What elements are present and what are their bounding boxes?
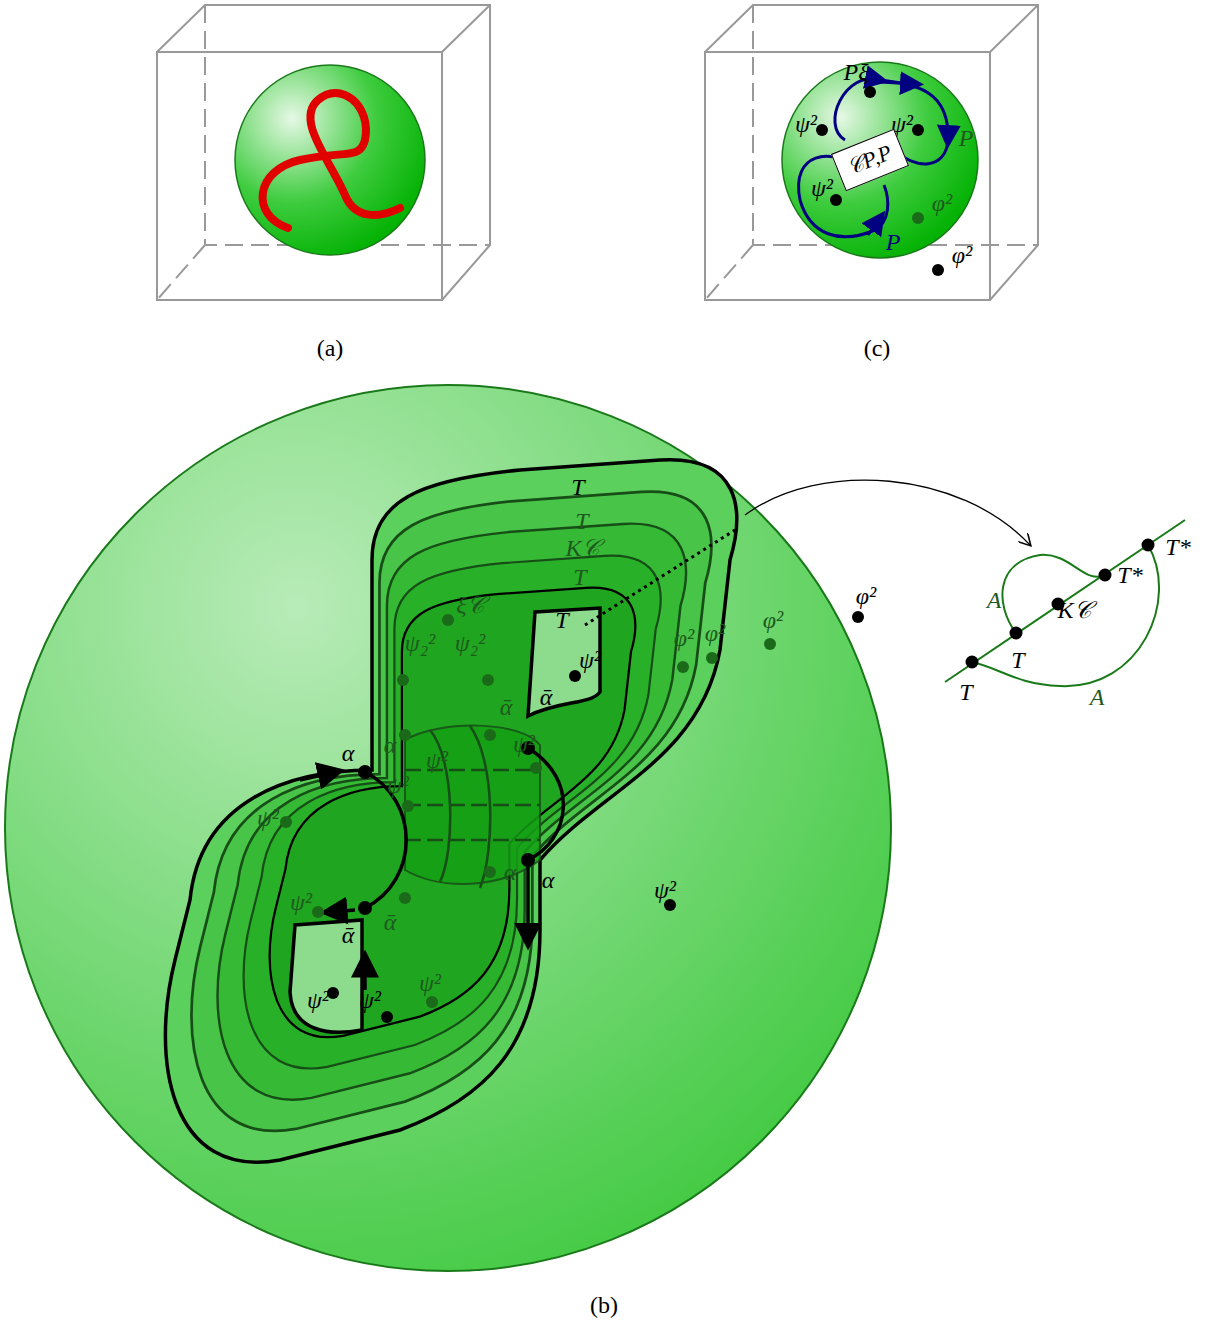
math-label: ψ² bbox=[307, 988, 329, 1012]
math-label: T bbox=[575, 509, 588, 533]
math-label: T* bbox=[1165, 535, 1190, 559]
panel-caption: (a) bbox=[317, 336, 344, 360]
math-label: T bbox=[555, 608, 568, 632]
math-label: φ² bbox=[763, 608, 783, 632]
math-label: ψ₂² bbox=[455, 631, 485, 655]
math-label: ψ² bbox=[654, 878, 676, 902]
math-label: T* bbox=[1117, 563, 1142, 587]
math-label: ψ² bbox=[811, 176, 833, 200]
math-label: φ² bbox=[705, 621, 725, 645]
math-label: α bbox=[542, 868, 555, 892]
math-label: ψ² bbox=[359, 988, 381, 1012]
math-label: α bbox=[342, 741, 355, 765]
math-label: ᾱ bbox=[540, 685, 553, 709]
math-label: A bbox=[987, 588, 1002, 612]
math-label: φ² bbox=[952, 243, 972, 267]
math-label: ψ² bbox=[290, 890, 312, 914]
math-label: ψ² bbox=[419, 971, 441, 995]
math-label: T bbox=[571, 475, 584, 499]
math-label: ᾱ bbox=[342, 923, 355, 947]
math-label: ξ𝒞 bbox=[456, 593, 483, 617]
math-label: ψ² bbox=[513, 732, 535, 756]
knot bbox=[263, 93, 400, 228]
math-label: φ² bbox=[932, 191, 952, 215]
math-label: K𝒞 bbox=[565, 536, 598, 560]
panel-caption: (b) bbox=[590, 1293, 618, 1317]
math-label: P bbox=[886, 230, 901, 254]
math-label: ψ² bbox=[257, 806, 279, 830]
math-label: T bbox=[959, 680, 972, 704]
math-label: T bbox=[573, 565, 586, 589]
math-label: ψ² bbox=[387, 773, 409, 797]
math-label: K𝒞 bbox=[1057, 598, 1090, 622]
panel-caption: (c) bbox=[864, 336, 891, 360]
math-label: P bbox=[959, 126, 974, 150]
math-label: ᾱ bbox=[500, 695, 513, 719]
math-label: Pξ bbox=[844, 60, 869, 84]
math-label: ᾱ bbox=[384, 910, 397, 934]
math-label: T bbox=[1011, 648, 1024, 672]
math-label: ψ² bbox=[795, 112, 817, 136]
math-label: α bbox=[504, 860, 517, 884]
math-label: A bbox=[1090, 685, 1105, 709]
math-label: ψ² bbox=[426, 748, 448, 772]
math-label: ψ² bbox=[579, 648, 601, 672]
math-label: φ² bbox=[856, 584, 876, 608]
box-text: 𝒞P,P bbox=[844, 139, 896, 179]
math-label: φ² bbox=[674, 626, 694, 650]
math-label: ψ₂² bbox=[405, 631, 435, 655]
math-label: α bbox=[384, 733, 397, 757]
